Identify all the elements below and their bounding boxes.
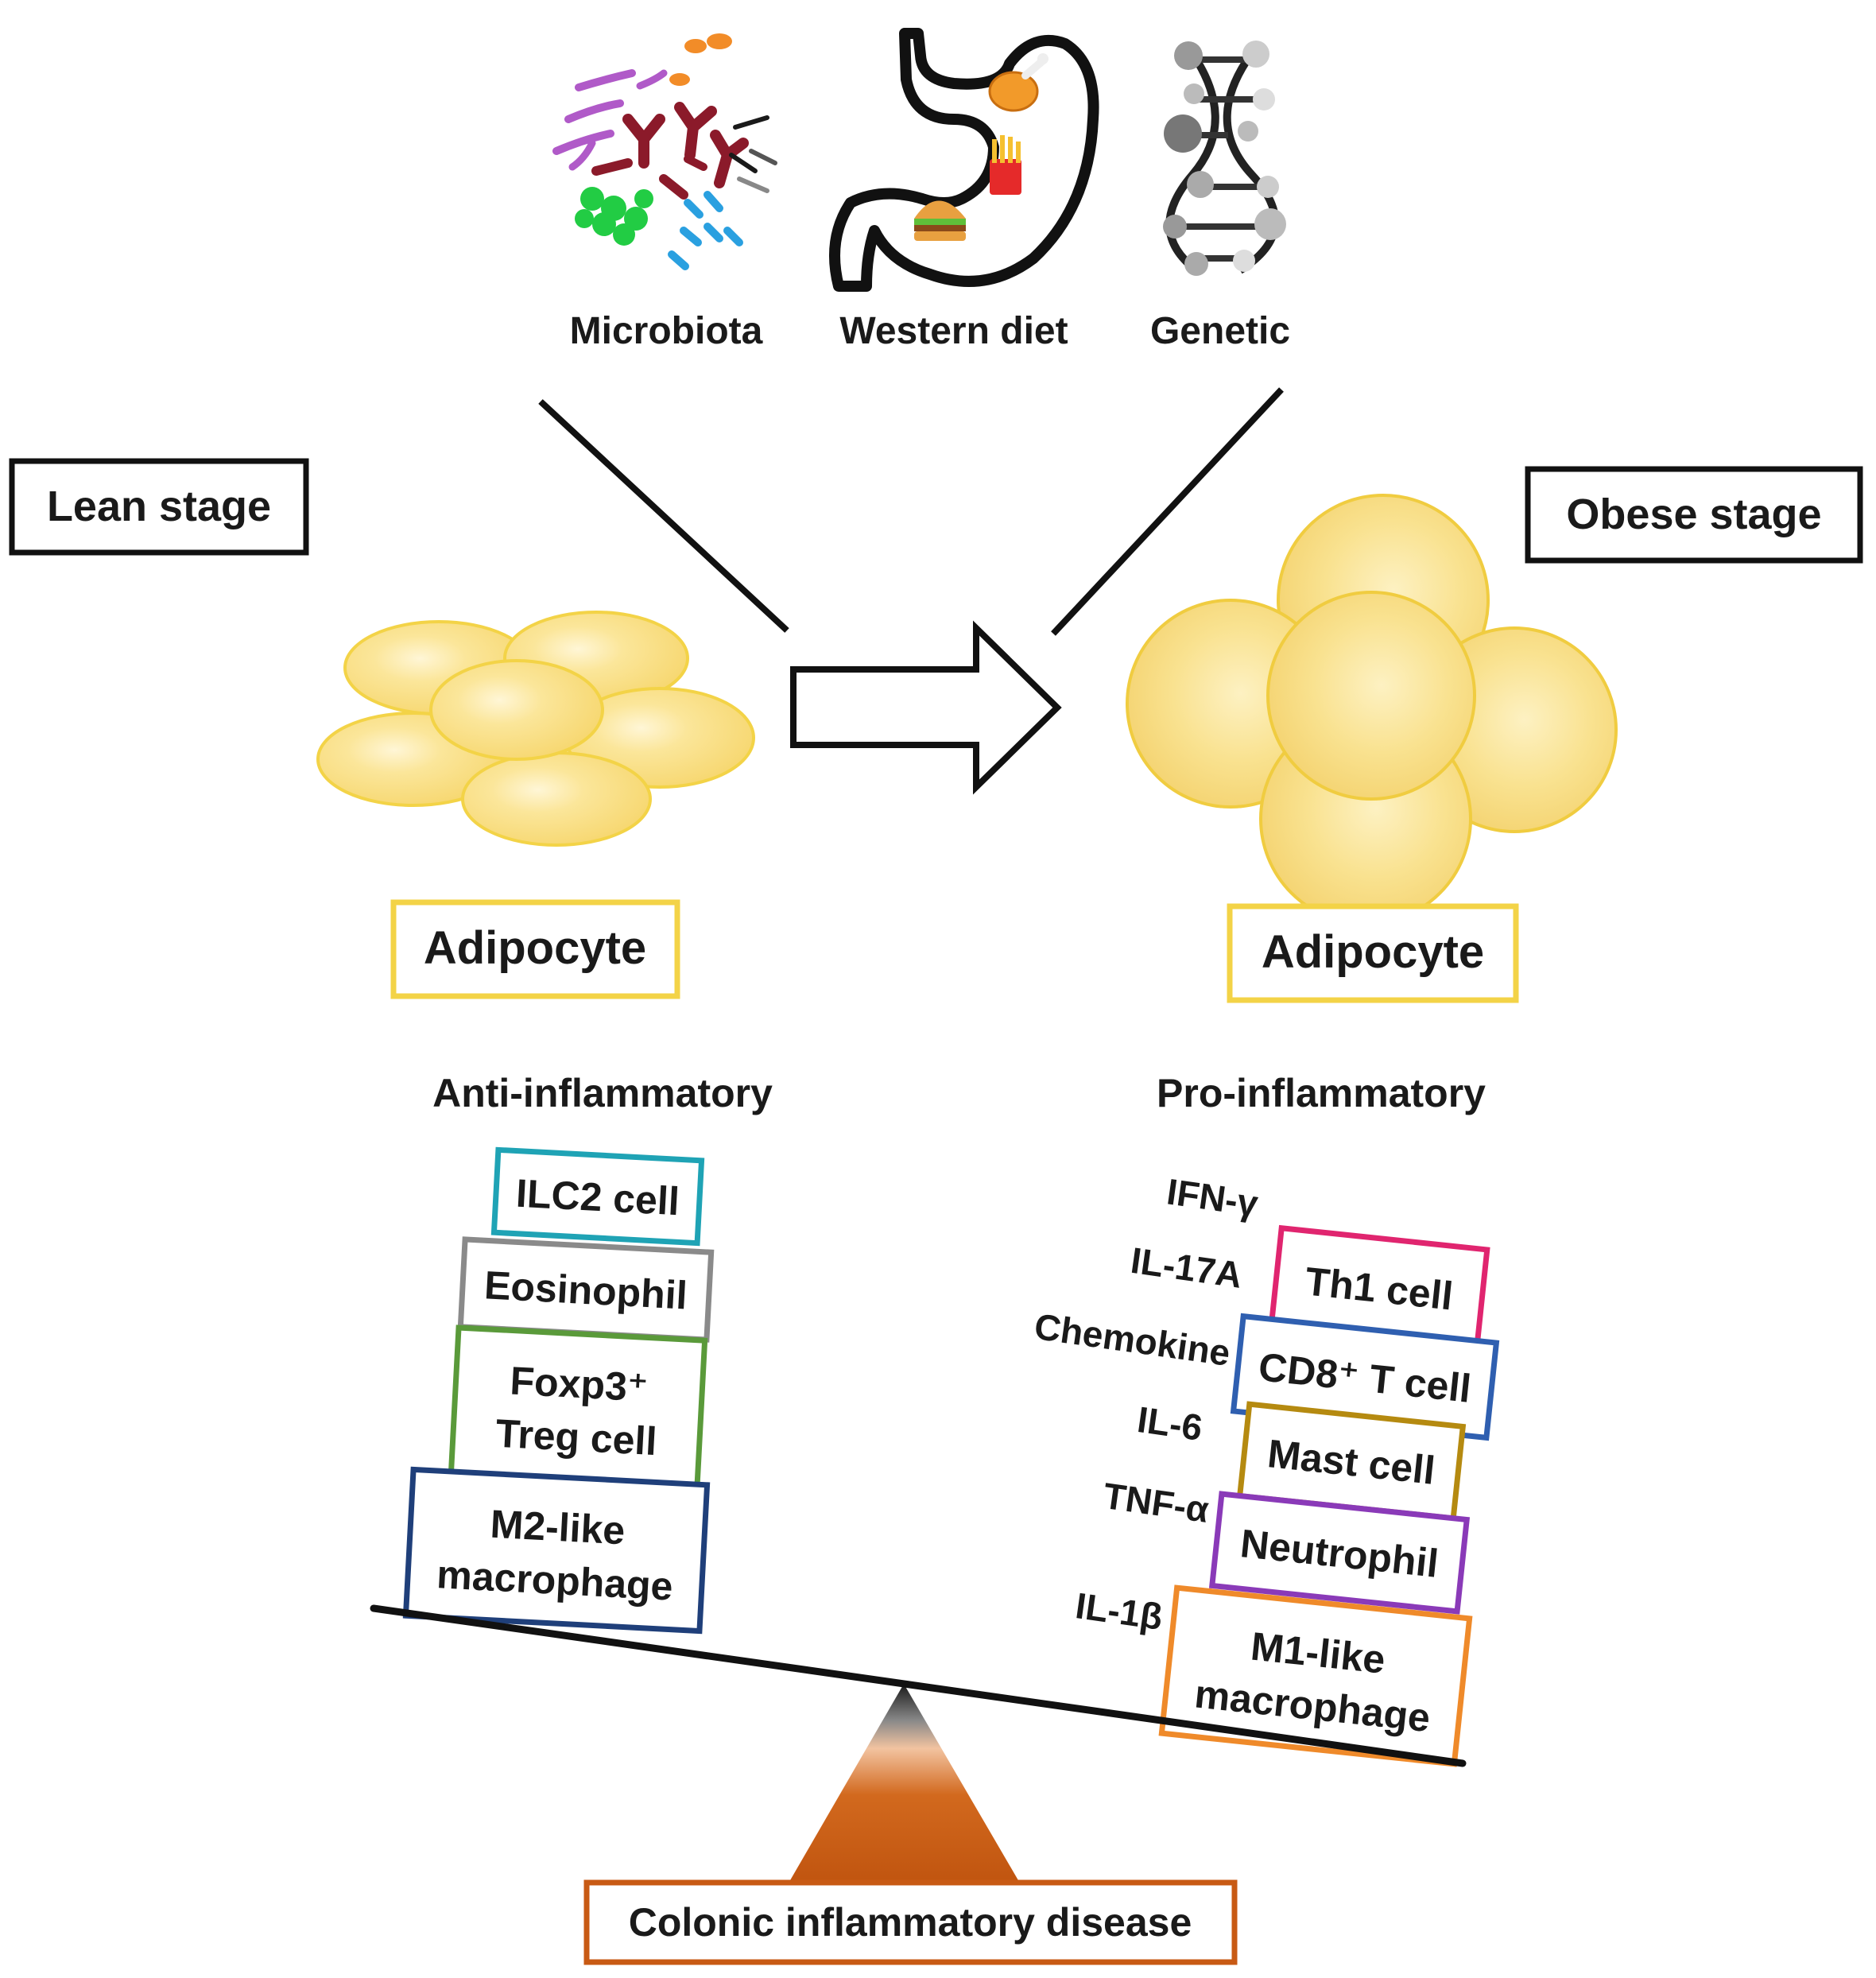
- cytokine-tnf-alpha: TNF-α: [1101, 1475, 1211, 1530]
- factor-label-western-diet: Western diet: [839, 310, 1068, 352]
- cytokine-il-17a: IL-17A: [1128, 1239, 1244, 1296]
- cell-box-eosinophil: Eosinophil: [457, 1236, 715, 1343]
- bacteria-icon: [552, 33, 777, 270]
- anti-inflammatory-heading: Anti-inflammatory: [432, 1071, 773, 1115]
- fulcrum: [787, 1684, 1021, 1886]
- cell-box-m2-macrophage: M2-like macrophage: [402, 1466, 711, 1635]
- lean-adipocyte-cluster: [316, 611, 755, 847]
- stomach-food-icon: [829, 28, 1099, 292]
- disease-label: Colonic inflammatory disease: [629, 1900, 1192, 1945]
- progression-arrow: [790, 620, 1062, 795]
- dna-icon: [1163, 41, 1286, 276]
- lean-stage-box: Lean stage: [9, 458, 309, 556]
- cytokine-il-6: IL-6: [1135, 1398, 1205, 1449]
- cell-label-ilc2: ILC2 cell: [515, 1171, 680, 1224]
- cell-label-treg-line2: Treg cell: [494, 1411, 658, 1464]
- adipocyte-box-right: Adipocyte: [1227, 903, 1519, 1003]
- obese-stage-label: Obese stage: [1566, 491, 1821, 538]
- pro-inflammatory-cells: Th1 cell CD8⁺ T cell Mast cell Neutrophi…: [1158, 1224, 1500, 1767]
- adipocyte-box-left: Adipocyte: [390, 899, 680, 999]
- cell-box-cd8: CD8⁺ T cell: [1230, 1313, 1500, 1441]
- cytokine-ifn-gamma: IFN-γ: [1165, 1170, 1262, 1224]
- factor-line-left: [538, 399, 789, 633]
- cell-box-mast: Mast cell: [1236, 1401, 1467, 1522]
- pro-inflammatory-heading: Pro-inflammatory: [1157, 1071, 1486, 1115]
- adipocyte-label-left: Adipocyte: [424, 922, 646, 974]
- adipocyte-label-right: Adipocyte: [1262, 926, 1484, 978]
- factor-label-genetic: Genetic: [1150, 310, 1290, 352]
- cell-box-neutrophil: Neutrophil: [1208, 1491, 1471, 1615]
- cell-box-m1-macrophage: M1-like macrophage: [1158, 1584, 1473, 1767]
- cell-label-treg-line1: Foxp3⁺: [509, 1359, 649, 1410]
- anti-inflammatory-cells: ILC2 cell Eosinophil Foxp3⁺ Treg cell M2…: [402, 1146, 715, 1635]
- obese-adipocyte-cluster: [1126, 494, 1618, 925]
- factor-line-right: [1051, 387, 1284, 636]
- cell-box-th1: Th1 cell: [1268, 1224, 1490, 1352]
- cytokine-chemokine: Chemokine: [1032, 1305, 1233, 1374]
- cell-label-m2-line1: M2-like: [489, 1502, 626, 1553]
- cell-box-ilc2: ILC2 cell: [490, 1146, 705, 1247]
- cell-box-treg: Foxp3⁺ Treg cell: [448, 1324, 708, 1490]
- cytokine-il-1beta: IL-1β: [1073, 1584, 1165, 1638]
- seesaw-beam: [370, 1604, 1467, 1767]
- lean-stage-label: Lean stage: [47, 483, 271, 530]
- factor-label-microbiota: Microbiota: [570, 310, 763, 352]
- obese-stage-box: Obese stage: [1525, 466, 1863, 564]
- cell-label-eosinophil: Eosinophil: [483, 1262, 688, 1317]
- disease-box: Colonic inflammatory disease: [583, 1879, 1238, 1965]
